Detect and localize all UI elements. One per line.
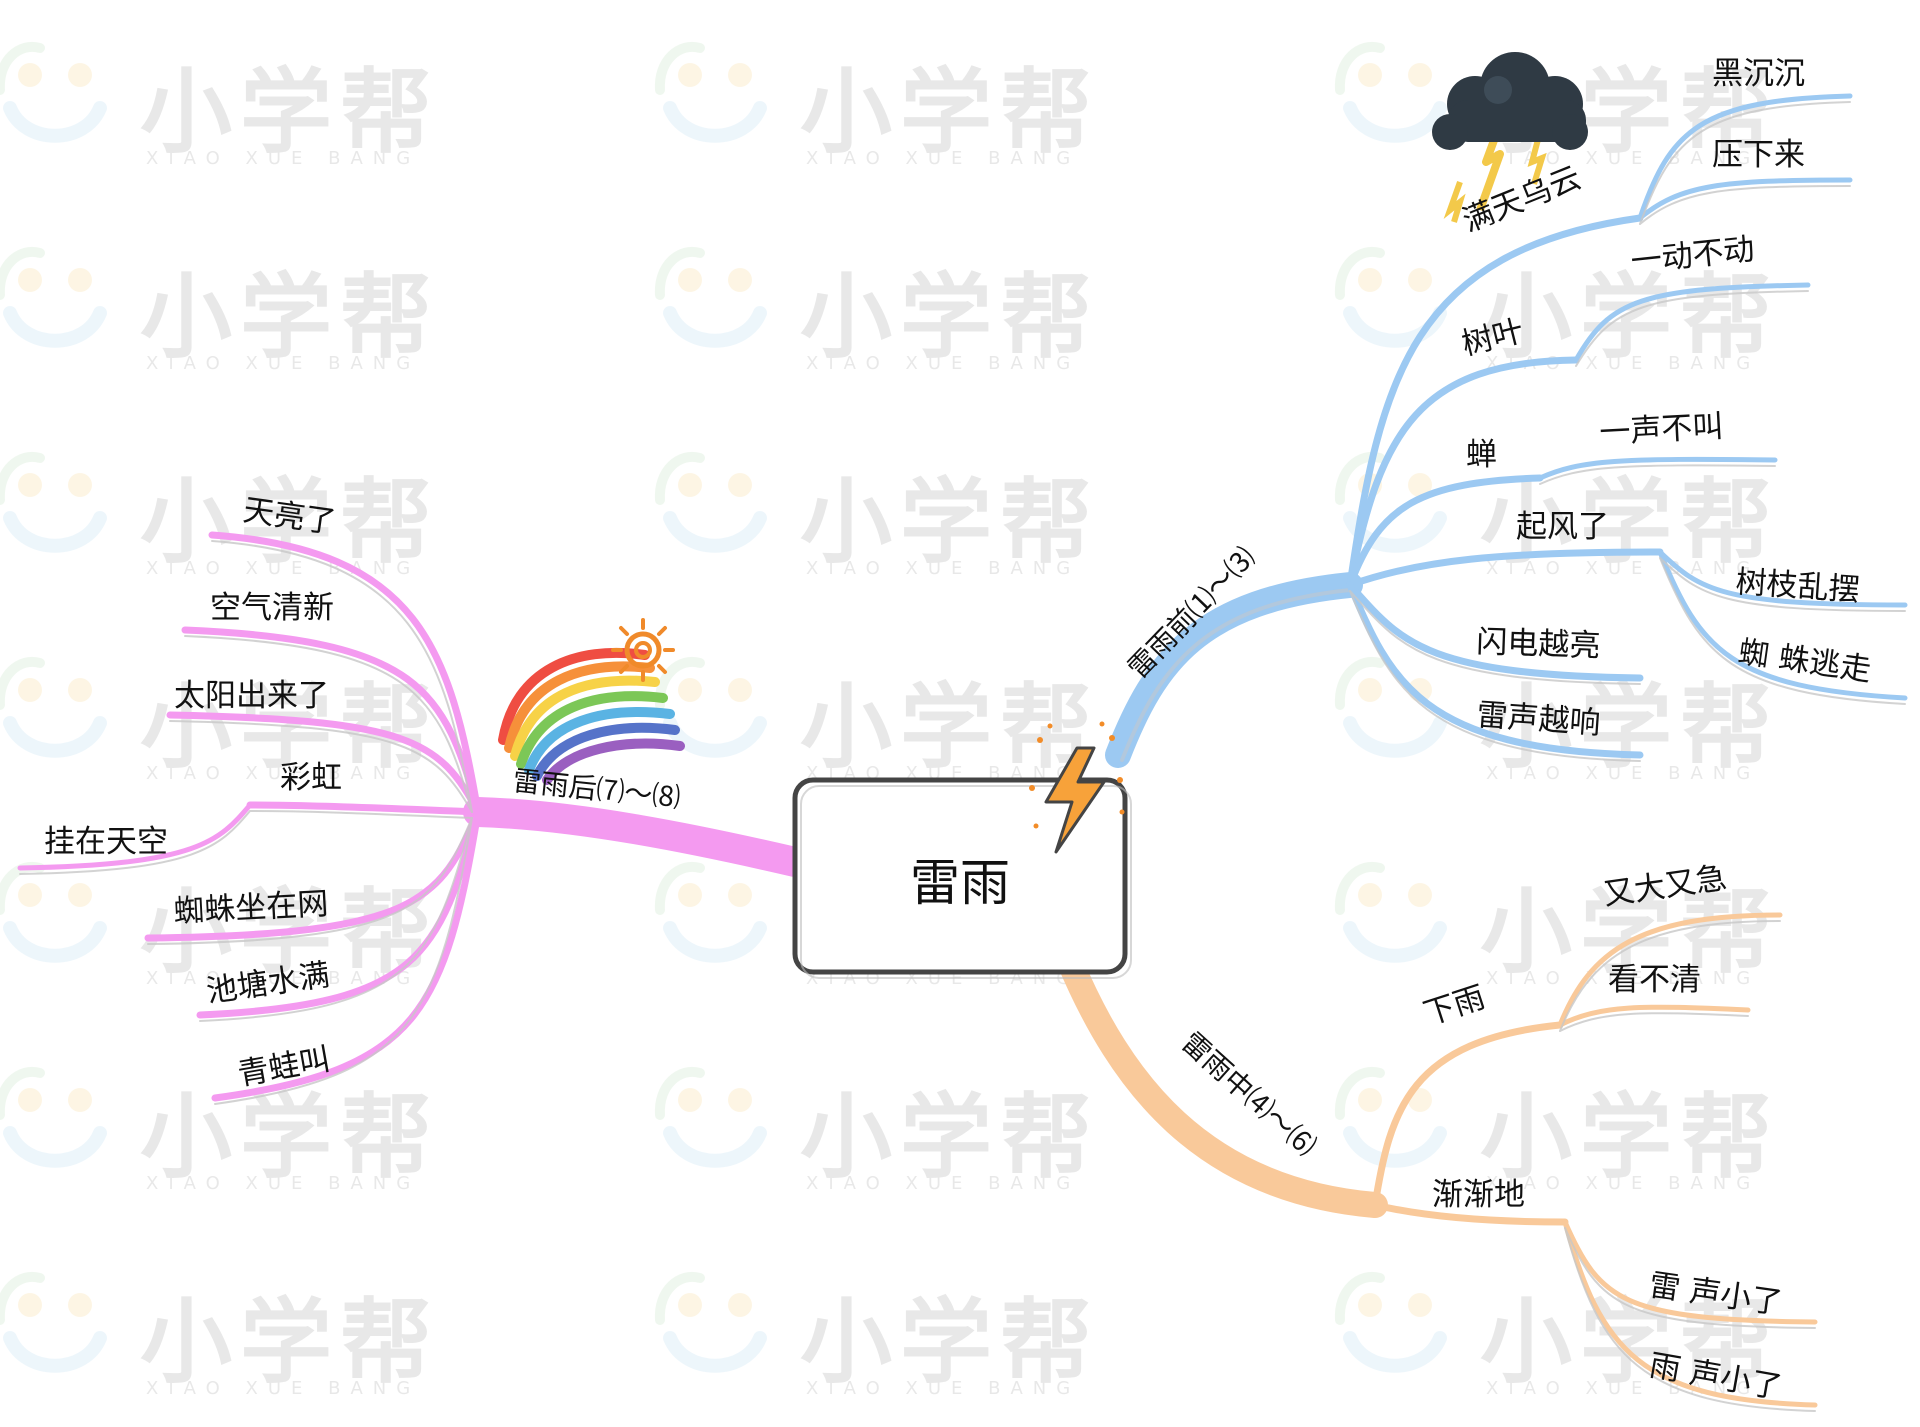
node-rain[interactable]: 下雨 [1419, 979, 1489, 1032]
node-rain-child-1[interactable]: 又大又急 [1601, 860, 1729, 913]
node-wind-child-2[interactable]: 蜘 蛛逃走 [1736, 634, 1874, 688]
connector-wind [1346, 548, 1664, 589]
node-gradually[interactable]: 渐渐地 [1432, 1177, 1525, 1213]
during-trunk [1057, 949, 1388, 1218]
node-rainbow-child-1[interactable]: 挂在天空 [44, 824, 168, 860]
node-cicada-child-1[interactable]: 一声不叫 [1599, 409, 1725, 451]
node-clouds-child-2[interactable]: 压下来 [1712, 137, 1805, 173]
node-cicada[interactable]: 蝉 [1466, 437, 1497, 473]
branch-after [17, 531, 810, 1105]
branch-during [1057, 912, 1818, 1412]
node-air[interactable]: 空气清新 [210, 590, 334, 626]
node-leaves[interactable]: 树叶 [1458, 313, 1527, 363]
node-clouds-child-1[interactable]: 黑沉沉 [1712, 56, 1805, 92]
node-wind-child-1[interactable]: 树枝乱摆 [1734, 564, 1860, 609]
sun-icon [611, 618, 675, 682]
node-gradually-child-2[interactable]: 雨 声小了 [1647, 1347, 1785, 1406]
connector-cicada [1346, 474, 1544, 589]
node-clouds[interactable]: 满天乌云 [1458, 160, 1586, 240]
lightning-bolt-icon [1029, 721, 1125, 854]
node-bright[interactable]: 天亮了 [241, 492, 338, 541]
center-title: 雷雨 [910, 854, 1010, 912]
branch-before [1105, 93, 1908, 768]
connector-lightning [1346, 581, 1644, 682]
node-lightning[interactable]: 闪电越亮 [1476, 624, 1601, 664]
connector-clouds [1346, 214, 1644, 589]
storm-cloud-icon [1432, 52, 1588, 223]
before-trunk [1105, 572, 1363, 768]
rainbow-sun-icon [498, 618, 685, 785]
node-frog[interactable]: 青蛙叫 [235, 1041, 333, 1093]
center-node[interactable]: 雷雨 [792, 777, 1132, 979]
connector-thunder [1346, 581, 1644, 759]
node-rainbow[interactable]: 彩虹 [280, 760, 342, 796]
after-trunk [463, 797, 810, 877]
node-leaves-child-1[interactable]: 一动不动 [1629, 231, 1756, 280]
node-spider[interactable]: 蜘蛛坐在网 [173, 886, 330, 930]
node-thunder[interactable]: 雷声越响 [1475, 697, 1601, 742]
node-sun[interactable]: 太阳出来了 [174, 678, 329, 714]
node-rain-child-2[interactable]: 看不清 [1608, 962, 1701, 998]
node-wind[interactable]: 起风了 [1516, 509, 1609, 545]
connector-leaves [1346, 356, 1580, 589]
